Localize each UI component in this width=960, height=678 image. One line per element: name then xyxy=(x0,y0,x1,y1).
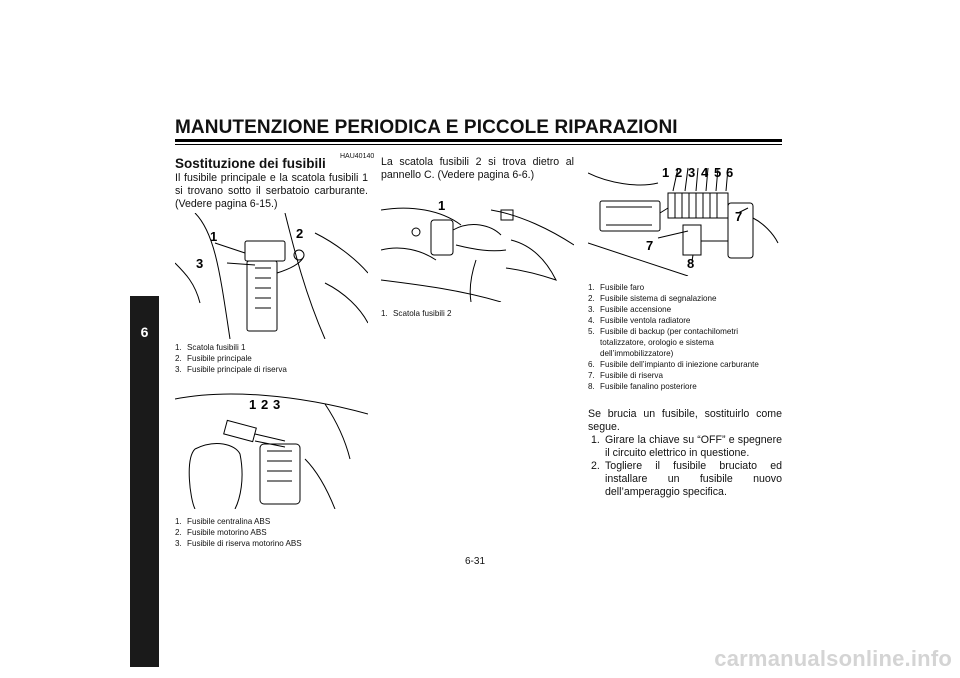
figure-label: 2 xyxy=(675,165,682,180)
illustration-fuse-box-1: 1 2 3 xyxy=(175,213,368,339)
figure-label: 3 xyxy=(688,165,695,180)
figure-fuse-box-2: 1 xyxy=(381,190,574,302)
procedure-step: 2.Togliere il fusibile bruciato ed insta… xyxy=(591,460,782,498)
procedure-intro: Se brucia un fusibile, sostituirlo come … xyxy=(588,408,782,433)
section-code: HAU40140 xyxy=(340,153,375,160)
illustration-fuse-box-2: 1 xyxy=(381,198,574,302)
legend-item: 7.Fusibile di riserva xyxy=(588,371,663,380)
legend-figure-1: 1.Scatola fusibili 1 2.Fusibile principa… xyxy=(175,342,368,375)
fuse-box-2-paragraph: La scatola fusibili 2 si trova dietro al… xyxy=(381,156,574,181)
figure-label: 1 xyxy=(249,397,256,412)
figure-label: 3 xyxy=(196,256,203,271)
figure-label: 1 xyxy=(438,198,445,213)
legend-item: 3.Fusibile principale di riserva xyxy=(175,365,287,374)
legend-figure-3: 1.Scatola fusibili 2 xyxy=(381,308,574,319)
legend-item: 2.Fusibile motorino ABS xyxy=(175,528,267,537)
illustration-abs-fuses: 1 2 3 xyxy=(175,393,368,509)
header-rule-thin xyxy=(175,144,782,145)
watermark: carmanualsonline.info xyxy=(714,646,952,671)
section-title: Sostituzione dei fusibili xyxy=(175,156,326,171)
header-rule xyxy=(175,139,782,142)
page-number: 6-31 xyxy=(465,556,486,567)
legend-item: 2.Fusibile sistema di segnalazione xyxy=(588,294,717,303)
figure-abs-fuses: 1 2 3 xyxy=(175,389,368,509)
illustration-fuse-box-2-detail: 1 2 3 4 5 6 7 7 8 xyxy=(588,165,779,276)
figure-label: 4 xyxy=(701,165,709,180)
legend-figure-4: 1.Fusibile faro 2.Fusibile sistema di se… xyxy=(588,282,782,392)
procedure-steps: 1.Girare la chiave su “OFF” e spegnere i… xyxy=(588,434,782,499)
legend-item: 1.Fusibile centralina ABS xyxy=(175,517,271,526)
legend-item: 4.Fusibile ventola radiatore xyxy=(588,316,691,325)
chapter-number: 6 xyxy=(140,324,149,340)
legend-item: 1.Scatola fusibili 1 xyxy=(175,343,246,352)
legend-item: 5.Fusibile di backup (per contachilometr… xyxy=(588,327,739,358)
figure-label: 3 xyxy=(273,397,280,412)
figure-label: 1 xyxy=(210,229,217,244)
figure-label: 7 xyxy=(735,209,742,224)
figure-label: 1 xyxy=(662,165,669,180)
legend-figure-2: 1.Fusibile centralina ABS 2.Fusibile mot… xyxy=(175,516,368,549)
procedure-step: 1.Girare la chiave su “OFF” e spegnere i… xyxy=(591,434,782,459)
chapter-tab: 6 xyxy=(130,296,159,667)
figure-label: 7 xyxy=(646,238,653,253)
figure-label: 6 xyxy=(726,165,733,180)
legend-item: 1.Fusibile faro xyxy=(588,283,645,292)
figure-fuse-box-2-detail: 1 2 3 4 5 6 7 7 8 xyxy=(588,163,782,276)
legend-item: 3.Fusibile accensione xyxy=(588,305,672,314)
figure-label: 8 xyxy=(687,256,694,271)
legend-item: 6.Fusibile dell’impianto di iniezione ca… xyxy=(588,360,759,369)
legend-item: 8.Fusibile fanalino posteriore xyxy=(588,382,697,391)
figure-fuse-box-1: 1 2 3 xyxy=(175,213,368,339)
legend-item: 2.Fusibile principale xyxy=(175,354,252,363)
page-header-title: MANUTENZIONE PERIODICA E PICCOLE RIPARAZ… xyxy=(175,117,678,138)
intro-paragraph: Il fusibile principale e la scatola fusi… xyxy=(175,172,368,210)
legend-item: 3.Fusibile di riserva motorino ABS xyxy=(175,539,302,548)
figure-label: 5 xyxy=(714,165,721,180)
figure-label: 2 xyxy=(296,226,303,241)
legend-item: 1.Scatola fusibili 2 xyxy=(381,309,452,318)
figure-label: 2 xyxy=(261,397,268,412)
